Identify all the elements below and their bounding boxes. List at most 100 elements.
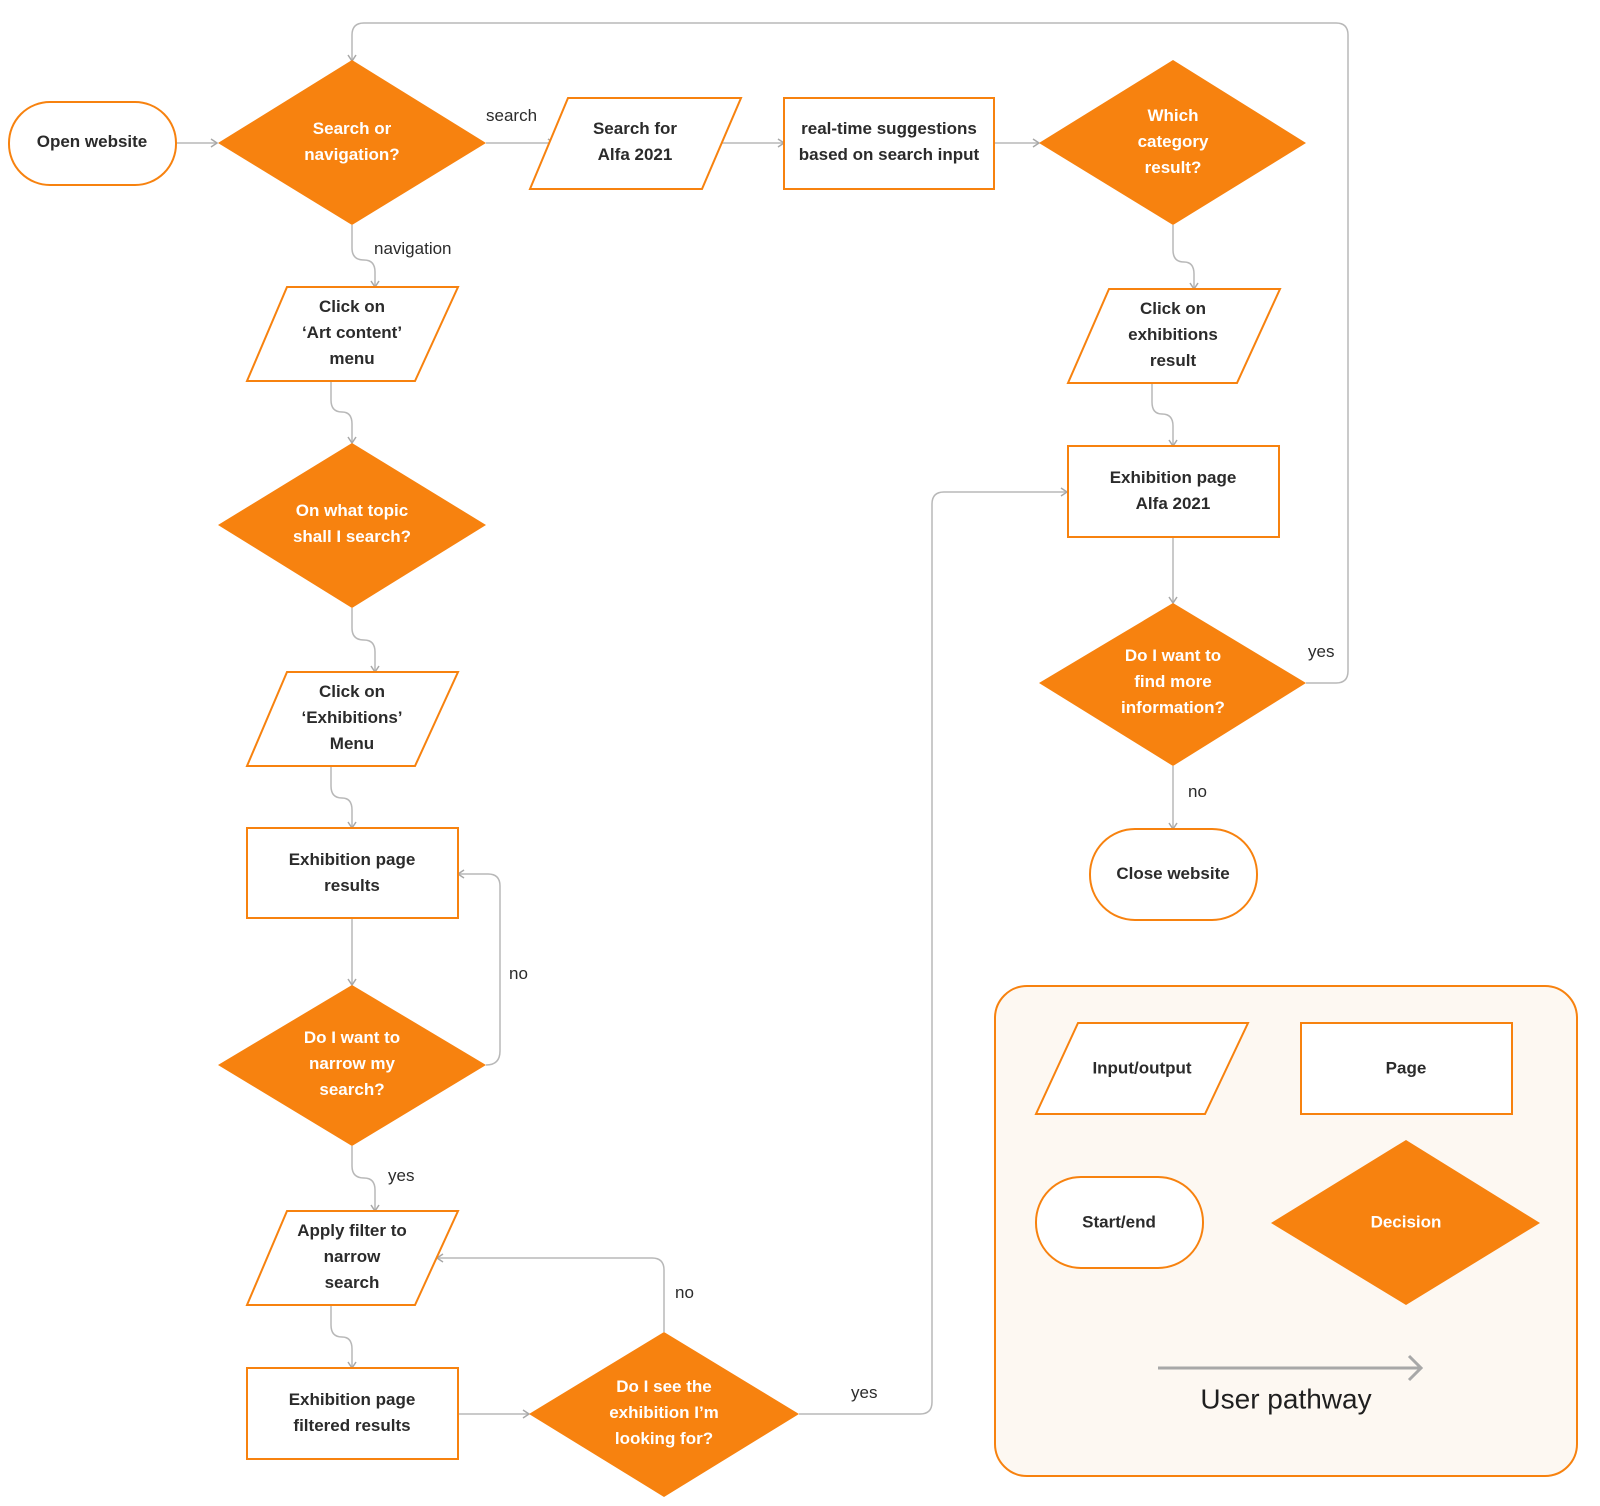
node-label-line: Search or: [313, 119, 392, 138]
node-apply-filter: Apply filter to narrow search: [245, 1210, 460, 1306]
edge-labels: search navigation no yes no yes yes no: [374, 106, 1334, 1402]
edge-label-narrow-no: no: [509, 964, 528, 983]
node-label: Click on‘Exhibitions’Menu: [301, 682, 402, 753]
page-shape: [246, 1367, 459, 1460]
input-output-shape: [245, 286, 460, 382]
node-label-line: narrow: [324, 1247, 381, 1266]
node-exhibition-page-results: Exhibition page results: [246, 827, 459, 919]
arrowhead: [210, 138, 219, 148]
connector-art-content-to-topic: [330, 381, 353, 442]
legend-decision: Decision: [1271, 1140, 1540, 1305]
node-label-line: Do I see the: [616, 1377, 711, 1396]
node-label: Do I see the exhibition I’m looking for?: [609, 1377, 719, 1448]
node-label-line: Alfa 2021: [598, 145, 673, 164]
legend-label-start-end: Start/end: [1082, 1212, 1156, 1231]
decision-shape: [1039, 60, 1306, 225]
node-label-line: exhibition I’m: [609, 1403, 719, 1422]
node-label-line: menu: [329, 349, 374, 368]
legend-input-output: Input/output: [1034, 1022, 1250, 1115]
user-pathway-arrow-icon: [1407, 1354, 1424, 1382]
connectors: [176, 22, 1349, 1419]
input-output-shape: [245, 1210, 460, 1306]
start-end-shape: [8, 101, 177, 186]
node-realtime-suggestions: real-time suggestions based on search inp…: [783, 97, 995, 190]
node-label-line: real-time suggestions: [801, 119, 977, 138]
legend-page: Page: [1300, 1022, 1513, 1115]
node-close-website: Close website: [1089, 828, 1258, 921]
legend-label-input-output: Input/output: [1092, 1058, 1191, 1077]
legend-start-end: Start/end: [1035, 1176, 1204, 1269]
node-label-line: Exhibition page: [289, 1390, 416, 1409]
node-what-topic: On what topic shall I search?: [218, 443, 486, 608]
node-label-line: based on search input: [799, 145, 980, 164]
decision-shape: [218, 443, 486, 608]
node-label: real-time suggestions based on search inp…: [799, 119, 980, 164]
node-label: On what topic shall I search?: [293, 501, 411, 546]
node-label-line: Open website: [37, 132, 148, 151]
input-output-shape: [528, 97, 743, 190]
node-label-line: Exhibition page: [1110, 468, 1237, 487]
node-label-line: filtered results: [293, 1416, 410, 1435]
connector-navigation: [351, 225, 376, 286]
decision-shape: [218, 60, 486, 225]
node-label-line: Do I want to: [304, 1028, 400, 1047]
legend: Input/output Page Start/end Decision Use…: [994, 985, 1578, 1477]
node-label-line: search: [325, 1273, 380, 1292]
node-label-line: Exhibition page: [289, 850, 416, 869]
start-end-shape: [1035, 1176, 1204, 1269]
connector-category-to-click-result: [1172, 225, 1195, 288]
edge-label-more-info-yes: yes: [1308, 642, 1334, 661]
node-label-line: category: [1138, 132, 1209, 151]
node-label: Open website: [37, 132, 148, 151]
node-label-line: Which: [1148, 106, 1199, 125]
node-label-line: result: [1150, 351, 1197, 370]
node-label-line: ‘Art content’: [302, 323, 402, 342]
connector-filter-to-filtered-results: [330, 1305, 353, 1367]
node-label-line: On what topic: [296, 501, 408, 520]
page-shape: [1300, 1022, 1513, 1115]
node-label-line: Alfa 2021: [1136, 494, 1211, 513]
node-label-line: Click on: [1140, 299, 1206, 318]
node-label-line: results: [324, 876, 380, 895]
node-label-line: Menu: [330, 734, 374, 753]
node-label-line: looking for?: [615, 1429, 713, 1448]
connector-narrow-no-loop: [458, 873, 501, 1066]
node-label: Click on ‘Art content’ menu: [302, 297, 402, 368]
input-output-shape: [245, 671, 460, 767]
connector-click-result-to-alfa-page: [1151, 383, 1174, 445]
edge-label-see-yes: yes: [851, 1383, 877, 1402]
node-see-exhibition: Do I see the exhibition I’m looking for?: [529, 1332, 799, 1497]
connector-more-info-yes-loop: [351, 22, 1349, 684]
node-label-line: Click on: [319, 297, 385, 316]
decision-shape: [1271, 1140, 1540, 1305]
node-click-art-content: Click on ‘Art content’ menu: [245, 286, 460, 382]
node-open-website: Open website: [8, 101, 177, 186]
decision-shape: [529, 1332, 799, 1497]
node-label-line: Do I want to: [1125, 646, 1221, 665]
connector-exhibitions-menu-to-results: [330, 766, 353, 827]
legend-label-decision: Decision: [1371, 1212, 1442, 1231]
node-label-line: shall I search?: [293, 527, 411, 546]
connector-see-yes: [799, 491, 1066, 1415]
node-label-line: Click on: [319, 682, 385, 701]
node-label-line: find more: [1134, 672, 1211, 691]
node-label: Apply filter to narrow search: [297, 1221, 407, 1292]
node-label-line: narrow my: [309, 1054, 396, 1073]
node-label: Exhibition page results: [289, 850, 416, 895]
connector-narrow-yes: [351, 1146, 376, 1210]
edge-label-see-no: no: [675, 1283, 694, 1302]
edge-label-navigation: navigation: [374, 239, 452, 258]
node-label-line: search?: [319, 1080, 384, 1099]
page-shape: [1067, 445, 1280, 538]
legend-user-pathway: User pathway: [1158, 1354, 1424, 1414]
node-label-line: Apply filter to: [297, 1221, 407, 1240]
